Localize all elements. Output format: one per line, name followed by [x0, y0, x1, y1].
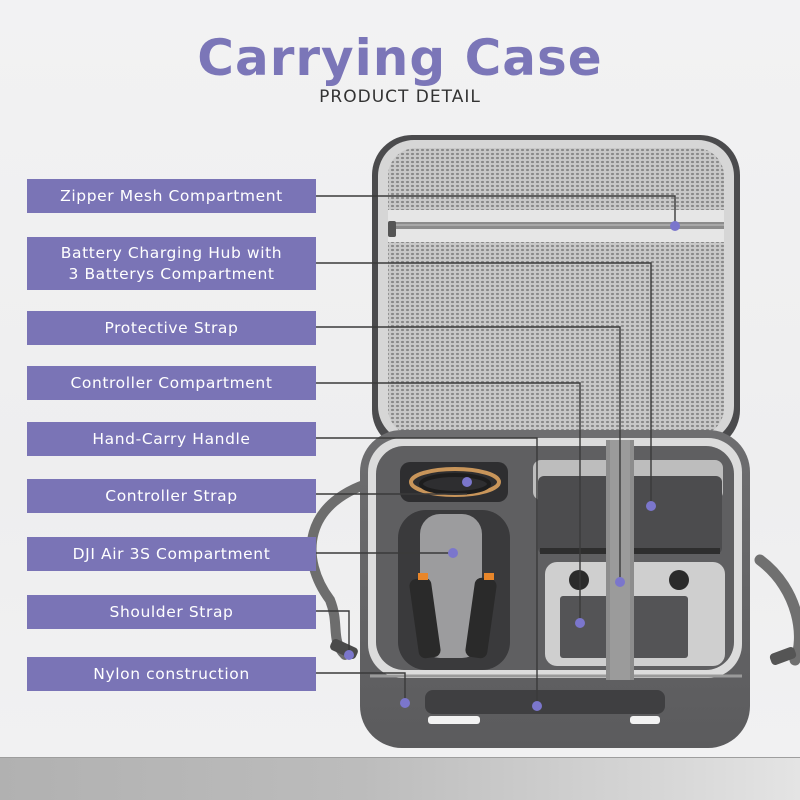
callout-dots: [344, 221, 680, 711]
label-text: Shoulder Strap: [109, 602, 234, 621]
zipper-pull: [388, 221, 396, 237]
label-protective-strap: Protective Strap: [27, 311, 316, 345]
dot-hand-carry-handle: [532, 701, 542, 711]
label-controller-strap: Controller Strap: [27, 479, 316, 513]
label-text: Nylon construction: [93, 664, 250, 683]
label-text: Protective Strap: [104, 318, 239, 337]
floor-shelf: [0, 757, 800, 800]
dot-protective-strap: [615, 577, 625, 587]
label-battery-hub: Battery Charging Hub with 3 Batterys Com…: [27, 237, 316, 290]
label-shoulder-strap: Shoulder Strap: [27, 595, 316, 629]
label-drone-compartment: DJI Air 3S Compartment: [27, 537, 316, 571]
dot-drone-compartment: [448, 548, 458, 558]
dot-shoulder-strap: [344, 650, 354, 660]
hand-carry-handle: [425, 690, 665, 714]
label-text: Controller Strap: [105, 486, 238, 505]
case-body: [360, 430, 750, 748]
label-nylon: Nylon construction: [27, 657, 316, 691]
label-controller-compartment: Controller Compartment: [27, 366, 316, 400]
dot-zipper-mesh: [670, 221, 680, 231]
page-title: Carrying Case: [197, 29, 603, 87]
label-text: Hand-Carry Handle: [92, 429, 251, 448]
dot-controller-strap: [462, 477, 472, 487]
leader-lines: [316, 195, 676, 706]
page-subtitle: PRODUCT DETAIL: [319, 87, 481, 107]
label-text: Controller Compartment: [70, 373, 273, 392]
dot-controller-compartment: [575, 618, 585, 628]
label-text-line1: Battery Charging Hub with: [60, 243, 283, 262]
shoulder-strap: [306, 475, 800, 666]
label-zipper-mesh: Zipper Mesh Compartment: [27, 179, 316, 213]
label-text-line2: 3 Batterys Compartment: [68, 264, 275, 283]
label-text: DJI Air 3S Compartment: [72, 544, 271, 563]
dot-battery-hub: [646, 501, 656, 511]
label-text: Zipper Mesh Compartment: [60, 186, 283, 205]
label-hand-carry-handle: Hand-Carry Handle: [27, 422, 316, 456]
dot-nylon: [400, 698, 410, 708]
case-lid: [372, 135, 740, 450]
